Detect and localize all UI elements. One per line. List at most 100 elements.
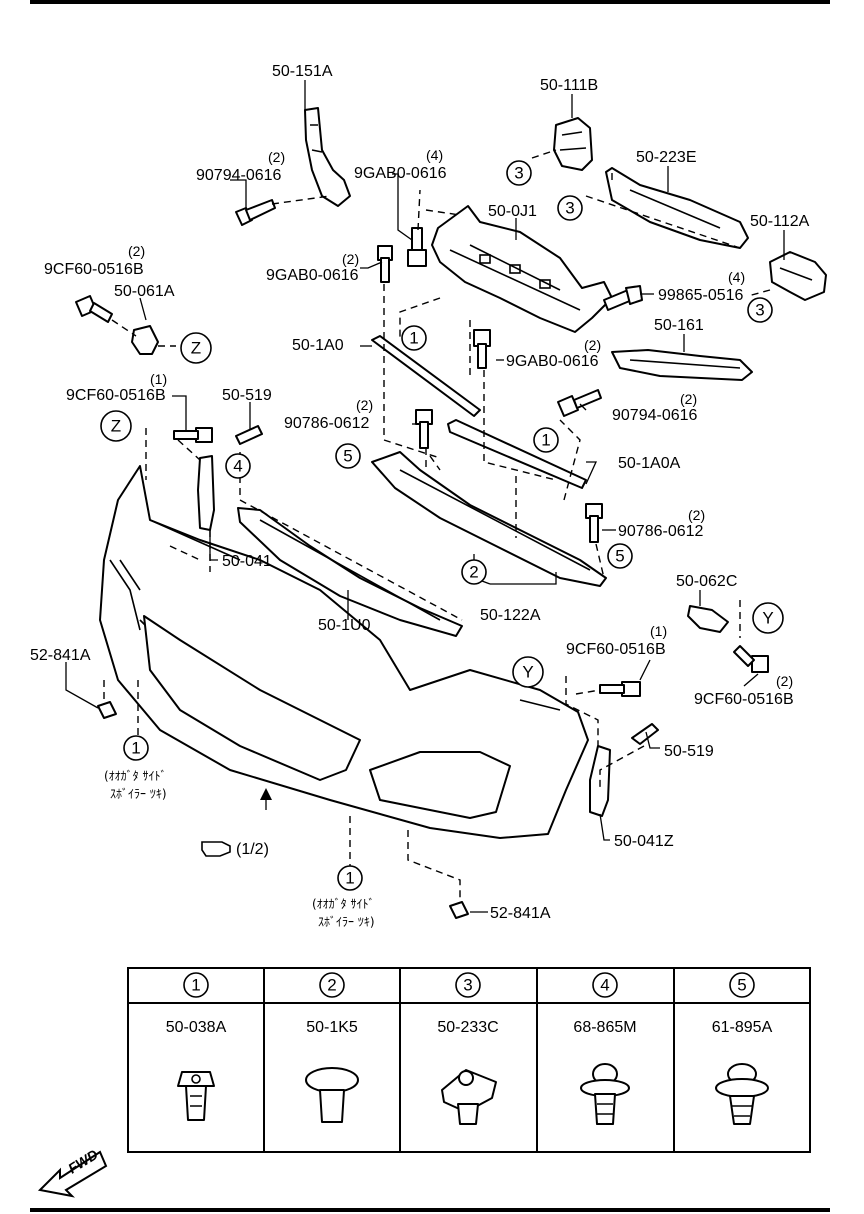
part-labels: 50-151A 50-111B 50-223E 50-112A 50-0J1 (… [30,63,810,929]
clip-50-1K5-icon [305,1067,359,1123]
clip-50-038A-icon [177,1071,215,1121]
svg-text:4: 4 [233,457,242,476]
bottom-rule [30,1208,830,1212]
label-50-041: 50-041 [222,553,272,570]
callout-1-a: 1 [401,325,427,351]
label-50-112A: 50-112A [750,213,810,230]
qty-9CF60-0516B-b: (1) [150,371,167,387]
qty-99865-0516: (4) [728,269,745,285]
pointing-hand-icon [201,841,231,857]
label-90794-0616-a: 90794-0616 [196,167,282,184]
legend-part-5: 61-895A [712,1019,773,1036]
label-50-111B: 50-111B [540,77,598,94]
svg-text:1: 1 [345,869,354,888]
legend-header-1: 1 [183,972,209,998]
label-50-519-b: 50-519 [664,743,714,760]
bolt-99865-0516-drawing [603,285,643,311]
callout-1-d: 1 [337,865,363,891]
label-9GAB0-0616-b: 9GAB0-0616 [266,267,359,284]
callout-circles: 3 3 3 1 1 4 5 5 2 1 1 Z Z Y Y [100,160,784,891]
label-50-061A: 50-061A [114,283,175,300]
note-side-spoiler-a-line2: ｽﾎﾞｲﾗｰ ﾂｷ) [110,787,167,801]
bracket-50-111B-drawing [553,117,593,171]
svg-text:3: 3 [755,301,764,320]
svg-text:Z: Z [111,417,121,436]
label-50-041Z: 50-041Z [614,833,674,850]
svg-text:Y: Y [762,609,773,628]
svg-text:Y: Y [522,663,533,682]
bumper-cover-drawing [99,465,589,839]
label-9GAB0-0616-a: 9GAB0-0616 [354,165,447,182]
label-50-161: 50-161 [654,317,704,334]
callout-1-b: 1 [533,427,559,453]
clip-50-519-right-drawing [631,723,659,745]
callout-Z-a: Z [180,332,212,364]
svg-text:5: 5 [615,547,624,566]
clip-61-895A-icon [715,1063,769,1125]
fastener-legend-table: 1 2 3 4 5 50-038A 50-1K5 50-233C 68-865M… [127,967,811,1153]
nut-52-841A-left-drawing [97,701,117,719]
qty-90794-0616-b: (2) [680,391,697,407]
bracket-50-112A-drawing [769,251,827,301]
svg-text:1: 1 [191,976,200,995]
label-50-1A0A: 50-1A0A [618,455,681,472]
callout-2: 2 [461,559,487,585]
label-50-062C: 50-062C [676,573,737,590]
label-90786-0612-a: 90786-0612 [284,415,370,432]
callout-4: 4 [225,453,251,479]
svg-text:3: 3 [565,199,574,218]
svg-text:1: 1 [131,739,140,758]
bolt-9CF60-0516B-right-mid-drawing [599,681,641,697]
callout-Y-b: Y [512,656,544,688]
qty-9CF60-0516B-c: (1) [650,623,667,639]
svg-text:3: 3 [463,976,472,995]
legend-part-3: 50-233C [437,1019,498,1036]
ref-page-label: (1/2) [236,841,269,858]
callout-1-c: 1 [123,735,149,761]
label-90786-0612-b: 90786-0612 [618,523,704,540]
legend-header-2: 2 [319,972,345,998]
seal-50-1A0A-drawing [447,419,587,489]
label-90794-0616-b: 90794-0616 [612,407,698,424]
reinforcement-50-122A-drawing [371,451,607,587]
bolt-9CF60-0516B-left-drawing [173,427,213,443]
qty-90786-0612-a: (2) [356,397,373,413]
label-52-841A-b: 52-841A [490,905,551,922]
callout-3-c: 3 [747,297,773,323]
reinforcement-50-223E-drawing [605,167,749,249]
clip-50-233C-icon [441,1069,497,1125]
seal-50-1A0-drawing [371,335,481,417]
bolt-90794-0616-drawing [235,199,276,226]
callout-5-a: 5 [335,443,361,469]
clip-68-865M-icon [580,1063,630,1125]
label-50-0J1: 50-0J1 [488,203,537,220]
qty-9CF60-0516B-d: (2) [776,673,793,689]
bolt-9GAB0-0616-upper-drawing [407,227,427,267]
legend-header-4: 4 [592,972,618,998]
undercover-50-1U0-drawing [237,507,463,637]
callout-Y-a: Y [752,602,784,634]
qty-9GAB0-0616-b: (2) [342,251,359,267]
bracket-50-151A-drawing [304,107,351,207]
fwd-arrow-icon: FWD [37,1146,108,1198]
absorber-50-0J1-drawing [431,205,613,333]
callout-3-b: 3 [557,195,583,221]
label-9CF60-0516B-b: 9CF60-0516B [66,387,166,404]
svg-text:1: 1 [541,431,550,450]
svg-text:1: 1 [409,329,418,348]
callout-3-a: 3 [506,160,532,186]
qty-9GAB0-0616-a: (4) [426,147,443,163]
bracket-50-161-drawing [611,349,753,381]
legend-part-1: 50-038A [166,1019,227,1036]
qty-90794-0616-a: (2) [268,149,285,165]
svg-text:5: 5 [343,447,352,466]
bolt-9CF60-0516B-upper-left-drawing [75,295,113,323]
label-50-1U0: 50-1U0 [318,617,371,634]
legend-part-2: 50-1K5 [306,1019,358,1036]
clip-50-062C-drawing [687,605,729,633]
bolt-90786-0612-left-drawing [415,409,433,449]
label-9CF60-0516B-a: 9CF60-0516B [44,261,144,278]
label-50-122A: 50-122A [480,607,541,624]
label-50-519-a: 50-519 [222,387,272,404]
